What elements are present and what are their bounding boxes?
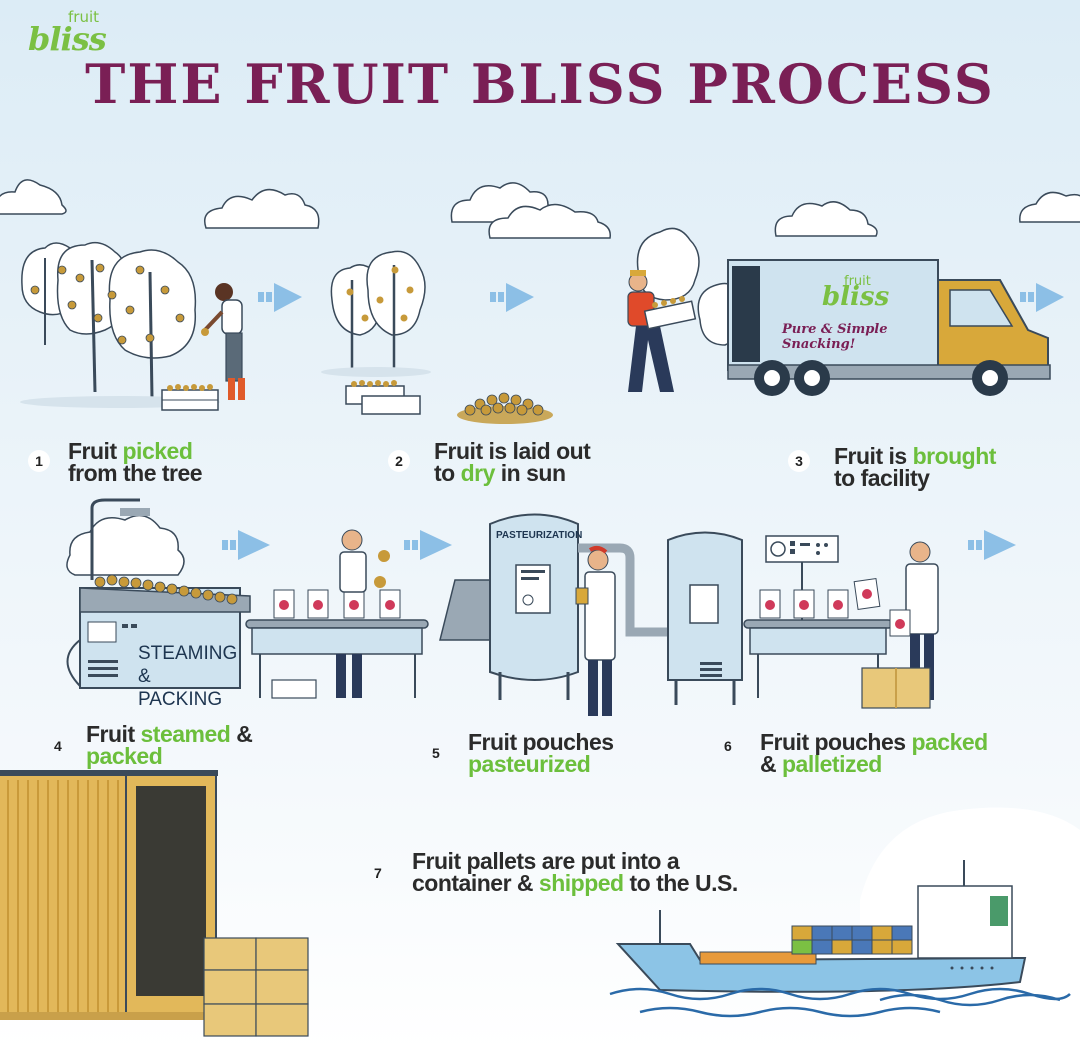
step-caption-2: Fruit is laid out to dry in sun xyxy=(434,438,591,486)
step-caption-5: Fruit pouches pasteurized xyxy=(468,729,614,777)
step-6-text: Fruit pouches xyxy=(760,729,912,755)
step-1-text: Fruit xyxy=(68,438,123,464)
step-caption-3: Fruit is brought to facility xyxy=(834,443,997,491)
fruit-tree-icon xyxy=(20,241,220,408)
brand-logo: fruit bliss xyxy=(28,8,108,58)
packer-worker-icon xyxy=(853,541,939,709)
steaming-label-line1: STEAMING xyxy=(138,643,238,664)
cargo-ship-icon xyxy=(615,860,1027,993)
logo-bliss-text: bliss xyxy=(28,20,107,58)
step-caption-4: Fruit steamed & packed xyxy=(86,721,253,769)
step-3-line2: to facility xyxy=(834,465,930,491)
step-number-2: 2 xyxy=(388,450,410,472)
step-4-highlight: steamed xyxy=(140,721,231,747)
pallet-boxes-icon xyxy=(203,937,309,1037)
step-7-line2-pre: container & xyxy=(412,870,539,896)
step-1-line2: from the tree xyxy=(68,460,203,486)
cloud-icon xyxy=(204,188,320,229)
farmer-woman-icon xyxy=(201,283,245,400)
step-5-highlight: pasteurized xyxy=(468,751,591,777)
step-7-highlight: shipped xyxy=(538,870,624,896)
processing-tank-icon xyxy=(667,531,743,705)
step-7-line2-post: to the U.S. xyxy=(623,870,738,896)
page-title: THE FRUIT BLISS PROCESS xyxy=(85,52,995,116)
step-number-5: 5 xyxy=(432,745,440,761)
fruit-tree-icon xyxy=(321,250,431,377)
logo-fruit-text: fruit xyxy=(68,8,100,26)
step-4-text: Fruit xyxy=(86,721,141,747)
worker-icon xyxy=(336,529,390,698)
pasteurization-label: PASTEURIZATION xyxy=(496,530,583,541)
next-arrow-icon xyxy=(258,283,302,312)
steamer-machine-icon xyxy=(66,498,251,689)
step-3-text: Fruit is xyxy=(834,443,913,469)
step-number-6: 6 xyxy=(724,738,732,754)
truck-slogan: Pure & Simple Snacking! xyxy=(782,322,888,352)
step-7-text: Fruit pallets are put into a xyxy=(412,848,680,874)
cloud-icon xyxy=(0,179,67,215)
truck-logo-fruit: fruit xyxy=(844,274,871,289)
ocean-waves-icon xyxy=(609,987,1071,1018)
step-6-line2-pre: & xyxy=(760,751,782,777)
step-2-text: Fruit is laid out xyxy=(434,438,591,464)
step-5-text: Fruit pouches xyxy=(468,729,614,755)
step-caption-7: Fruit pallets are put into a container &… xyxy=(412,848,738,896)
next-arrow-icon xyxy=(222,530,270,560)
step-2-line2-post: in sun xyxy=(494,460,566,486)
scientist-icon xyxy=(575,545,616,716)
step-number-3: 3 xyxy=(788,450,810,472)
step-2-line2-pre: to xyxy=(434,460,461,486)
step-caption-6: Fruit pouches packed & palletized xyxy=(760,729,988,777)
fruit-crate-icon xyxy=(161,384,219,411)
steaming-label-line2: & PACKING xyxy=(138,666,223,710)
control-panel-icon xyxy=(765,535,839,622)
delivery-worker-icon xyxy=(627,270,697,392)
delivery-truck-icon xyxy=(727,259,1051,396)
next-arrow-icon xyxy=(968,530,1016,560)
step-number-1: 1 xyxy=(28,450,50,472)
next-arrow-icon xyxy=(1020,283,1064,312)
conveyor-belt-icon xyxy=(743,589,893,698)
steaming-label: STEAMING & PACKING xyxy=(138,642,238,711)
step-3-highlight: brought xyxy=(912,443,997,469)
step-6-highlight-2: palletized xyxy=(782,751,882,777)
conveyor-belt-icon xyxy=(245,589,429,699)
step-2-highlight: dry xyxy=(460,460,496,486)
step-6-highlight: packed xyxy=(911,729,988,755)
cloud-icon xyxy=(774,201,878,237)
next-arrow-icon xyxy=(490,283,534,312)
truck-logo: fruit bliss xyxy=(822,274,889,314)
drying-fruit-pile-icon xyxy=(457,392,553,424)
cloud-icon xyxy=(450,182,611,239)
cloud-icon xyxy=(1019,191,1080,223)
shipping-container-icon xyxy=(0,770,218,1020)
step-number-7: 7 xyxy=(374,865,382,881)
step-1-highlight: picked xyxy=(122,438,193,464)
pasteurization-tank-icon xyxy=(439,513,668,700)
step-4-highlight-2: packed xyxy=(86,743,163,769)
step-number-4: 4 xyxy=(54,738,62,754)
next-arrow-icon xyxy=(404,530,452,560)
step-4-post: & xyxy=(230,721,253,747)
step-caption-1: Fruit picked from the tree xyxy=(68,438,203,486)
truck-logo-bliss: bliss xyxy=(822,282,890,312)
steam-cloud-icon xyxy=(66,514,185,576)
fruit-crate-icon xyxy=(345,380,421,415)
